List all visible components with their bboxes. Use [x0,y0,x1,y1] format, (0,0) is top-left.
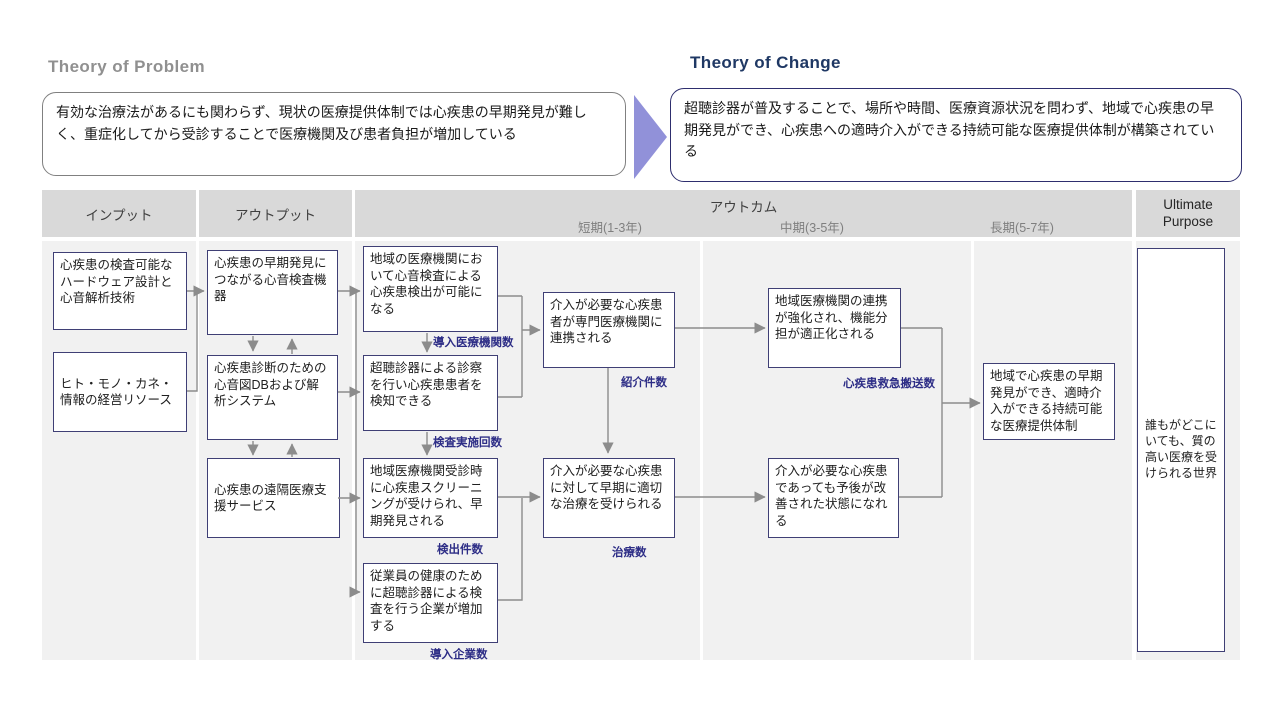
body-column-outcome-long [974,241,1132,660]
box-short-screening: 地域医療機関受診時に心疾患スクリーニングが受けられ、早期発見される [363,458,498,538]
box-input-resources: ヒト・モノ・カネ・情報の経営リソース [53,352,187,432]
theory-of-problem-box: 有効な治療法があるにも関わらず、現状の医療提供体制では心疾患の早期発見が難しく、… [42,92,626,176]
theory-of-change-title: Theory of Change [690,53,841,72]
box-short-detection-possible: 地域の医療機関において心音検査による心疾患検出が可能になる [363,246,498,332]
theory-of-change-box: 超聴診器が普及することで、場所や時間、医療資源状況を問わず、地域で心疾患の早期発… [670,88,1242,182]
header-ultimate-purpose: Ultimate Purpose [1136,190,1240,237]
box-long-sustainable-system: 地域で心疾患の早期発見ができ、適時介入ができる持続可能な医療提供体制 [983,363,1115,440]
kpi-detections: 検出件数 [437,544,483,556]
theory-of-problem-title: Theory of Problem [48,57,205,76]
kpi-emergency-transports: 心疾患救急搬送数 [843,378,935,390]
header-output: アウトプット [199,190,352,237]
kpi-adopting-companies: 導入企業数 [430,649,488,661]
box-mid-prognosis-improved: 介入が必要な心疾患であっても予後が改善された状態になれる [768,458,899,538]
box-short-stethoscope-exam: 超聴診器による診察を行い心疾患患者を検知できる [363,355,498,431]
box-output-telemedicine-service: 心疾患の遠隔医療支援サービス [207,458,340,538]
theory-of-problem-text: 有効な治療法があるにも関わらず、現状の医療提供体制では心疾患の早期発見が難しく、… [56,104,587,142]
kpi-referrals: 紹介件数 [621,377,667,389]
box-output-db-analysis-system: 心疾患診断のための心音図DBおよび解析システム [207,355,338,440]
kpi-adopting-institutions: 導入医療機関数 [433,337,514,349]
header-ultimate-purpose-label: Ultimate Purpose [1162,196,1214,229]
box-mid-network-strengthened: 地域医療機関の連携が強化され、機能分担が適正化される [768,288,901,368]
header-input: インプット [42,190,196,237]
header-outcome: アウトカム [355,190,1132,237]
box-short-referral: 介入が必要な心疾患者が専門医療機関に連携される [543,292,675,368]
box-short-early-treatment: 介入が必要な心疾患に対して早期に適切な治療を受けられる [543,458,675,538]
box-output-heart-sound-device: 心疾患の早期発見につながる心音検査機器 [207,250,338,335]
box-ultimate-purpose: 誰もがどこにいても、質の高い医療を受けられる世界 [1137,248,1225,652]
kpi-treatments: 治療数 [612,547,647,559]
box-short-companies-increase: 従業員の健康のために超聴診器による検査を行う企業が増加する [363,563,498,643]
kpi-exams-performed: 検査実施回数 [433,437,502,449]
header-period-long: 長期(5-7年) [990,221,1054,235]
header-period-mid: 中期(3-5年) [780,221,844,235]
box-input-hardware: 心疾患の検査可能なハードウェア設計と心音解析技術 [53,252,187,330]
flow-arrow-icon [634,95,667,179]
theory-of-change-text: 超聴診器が普及することで、場所や時間、医療資源状況を問わず、地域で心疾患の早期発… [684,100,1215,160]
header-period-short: 短期(1-3年) [578,221,642,235]
